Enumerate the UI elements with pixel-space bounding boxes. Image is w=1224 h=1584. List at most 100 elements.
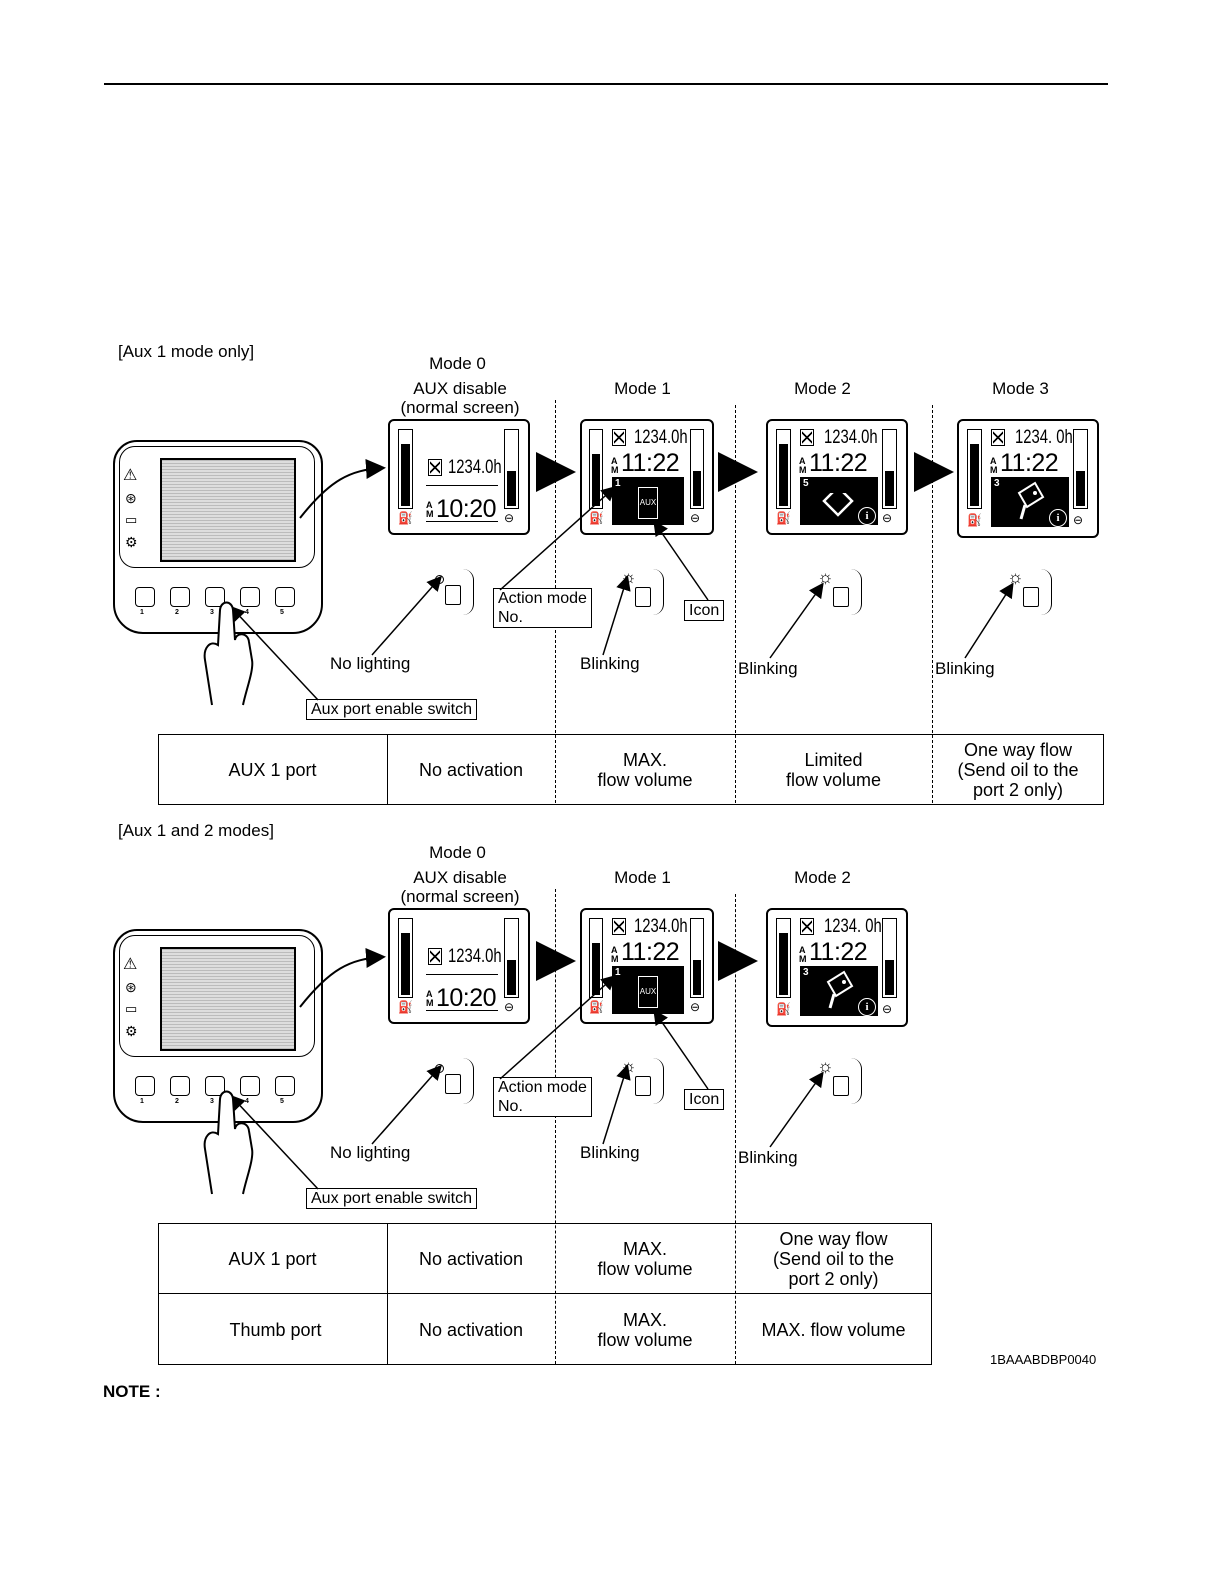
s1-btn-num-4: 4 bbox=[245, 609, 249, 616]
s2-panel-to-screen-arrow bbox=[299, 948, 386, 1008]
s2-table-row-divider bbox=[158, 1293, 931, 1294]
hourglass-icon bbox=[800, 918, 814, 935]
temp-icon: ⊖ bbox=[504, 1000, 515, 1014]
aux-icon: AUX bbox=[638, 487, 658, 519]
clock: 11:22 bbox=[1000, 449, 1059, 477]
s2-mode2-title: Mode 2 bbox=[794, 868, 851, 887]
s2-table-r1-c2: MAX.flow volume bbox=[597, 1238, 693, 1279]
ampm: A M bbox=[799, 456, 807, 475]
s2-btn-num-1: 1 bbox=[140, 1098, 144, 1105]
s1-mode2-title: Mode 2 bbox=[794, 379, 851, 398]
s2-warning-icon: ⚠ bbox=[123, 956, 138, 973]
s2-panel-screen bbox=[160, 947, 296, 1051]
s1-panel-btn-4[interactable] bbox=[240, 587, 260, 607]
s1-blinking-label-2: Blinking bbox=[738, 659, 798, 678]
s1-coolant-icon: ⚙ bbox=[125, 534, 138, 550]
grapple-icon bbox=[822, 481, 854, 517]
hour-meter: 1234.0h bbox=[634, 427, 688, 448]
s2-table-r2-c2: MAX.flow volume bbox=[597, 1309, 693, 1350]
s1-icon-label: Icon bbox=[684, 600, 725, 621]
s2-switch-pointer bbox=[229, 1094, 319, 1190]
s2-table bbox=[158, 1223, 932, 1365]
s1-icon-pointer bbox=[653, 520, 709, 601]
s2-mode1-title: Mode 1 bbox=[614, 868, 671, 887]
temp-icon: ⊖ bbox=[1073, 513, 1084, 527]
action-mode-number: 3 bbox=[803, 967, 809, 978]
s2-panel-btn-5[interactable] bbox=[275, 1076, 295, 1096]
info-icon: i bbox=[858, 507, 876, 525]
fuel-icon: ⛽ bbox=[776, 511, 791, 525]
s1-table-c1: No activation bbox=[418, 759, 524, 780]
ampm: A M bbox=[426, 989, 434, 1008]
s2-table-r2-c1: No activation bbox=[418, 1319, 524, 1340]
clock: 11:22 bbox=[621, 449, 680, 477]
hourglass-icon bbox=[800, 429, 814, 446]
s1-warning-icon: ⚠ bbox=[123, 467, 138, 484]
figure-id: 1BAAABDBP0040 bbox=[990, 1352, 1097, 1367]
s1-panel-btn-2[interactable] bbox=[170, 587, 190, 607]
s2-no-lighting-label: No lighting bbox=[330, 1143, 411, 1162]
s2-panel-btn-2[interactable] bbox=[170, 1076, 190, 1096]
s2-btn-num-3: 3 bbox=[210, 1098, 214, 1105]
s1-mode0-sub1: AUX disable bbox=[413, 379, 507, 398]
ampm: A M bbox=[426, 500, 434, 519]
section1-heading: [Aux 1 mode only] bbox=[118, 342, 255, 361]
action-mode-number: 5 bbox=[803, 478, 809, 489]
info-icon: i bbox=[1049, 509, 1067, 527]
hourglass-icon bbox=[991, 429, 1005, 446]
s2-blinking-pointer-2 bbox=[769, 1071, 824, 1148]
fuel-icon: ⛽ bbox=[398, 511, 413, 525]
top-rule bbox=[104, 83, 1108, 85]
s1-panel-screen bbox=[160, 458, 296, 562]
s2-btn-num-4: 4 bbox=[245, 1098, 249, 1105]
s2-icon-pointer bbox=[653, 1009, 709, 1090]
mode-panel: 1 AUX bbox=[612, 477, 684, 525]
s2-switch-blink-m2: ☼ bbox=[815, 1054, 870, 1109]
s2-panel-btn-4[interactable] bbox=[240, 1076, 260, 1096]
clock: 11:22 bbox=[809, 938, 868, 966]
s1-battery-icon: ▭ bbox=[125, 512, 138, 527]
s2-panel-btn-3[interactable] bbox=[205, 1076, 225, 1096]
s1-switch-blink-m3: ☼ bbox=[1005, 565, 1060, 620]
fuel-icon: ⛽ bbox=[967, 513, 982, 527]
s1-btn-num-2: 2 bbox=[175, 609, 179, 616]
s2-table-r2-c3: MAX. flow volume bbox=[761, 1319, 906, 1340]
s1-panel-btn-1[interactable] bbox=[135, 587, 155, 607]
s2-panel-btn-1[interactable] bbox=[135, 1076, 155, 1096]
s2-divider-1 bbox=[555, 889, 556, 1364]
s1-table-row-label: AUX 1 port bbox=[228, 759, 317, 780]
s2-mode0-sub1: AUX disable bbox=[413, 868, 507, 887]
hour-meter: 1234. 0h bbox=[1015, 427, 1073, 448]
s2-no-lighting-pointer bbox=[371, 1064, 442, 1145]
aux-icon: AUX bbox=[638, 976, 658, 1008]
hour-meter: 1234.0h bbox=[448, 457, 502, 478]
hour-meter: 1234. 0h bbox=[824, 916, 882, 937]
clock: 10:20 bbox=[436, 495, 497, 523]
s1-panel-to-screen-arrow bbox=[299, 459, 386, 519]
s1-blinking-label-3: Blinking bbox=[935, 659, 995, 678]
s1-table bbox=[158, 734, 1104, 805]
fuel-icon: ⛽ bbox=[589, 511, 604, 525]
s2-control-panel: ⚠ ⊛ ▭ ⚙ 1 2 3 4 5 bbox=[113, 929, 323, 1124]
s2-divider-2 bbox=[735, 894, 736, 1364]
s1-panel-btn-3[interactable] bbox=[205, 587, 225, 607]
clock: 11:22 bbox=[621, 938, 680, 966]
fuel-icon: ⛽ bbox=[589, 1000, 604, 1014]
section2-heading: [Aux 1 and 2 modes] bbox=[118, 821, 274, 840]
s1-lcd-mode2: ⛽ ⊖ 1234.0h A M 11:22 5 i bbox=[766, 419, 908, 535]
s1-switch-blink-m2: ☼ bbox=[815, 565, 870, 620]
breaker-icon bbox=[826, 970, 854, 1009]
s2-mode0-sub2: (normal screen) bbox=[400, 887, 520, 906]
s1-mode3-title: Mode 3 bbox=[992, 379, 1049, 398]
s1-aux-switch-label: Aux port enable switch bbox=[306, 699, 477, 720]
s2-btn-num-5: 5 bbox=[280, 1098, 284, 1105]
s2-lcd-mode0: ⛽ ⊖ 1234.0h A M 10:20 bbox=[388, 908, 530, 1024]
action-mode-number: 1 bbox=[615, 967, 621, 978]
s1-lcd-mode0: ⛽ ⊖ 1234.0h A M 10:20 bbox=[388, 419, 530, 535]
s1-panel-btn-5[interactable] bbox=[275, 587, 295, 607]
temp-icon: ⊖ bbox=[504, 511, 515, 525]
temp-icon: ⊖ bbox=[690, 1000, 701, 1014]
hourglass-icon bbox=[612, 429, 626, 446]
temp-icon: ⊖ bbox=[882, 1002, 893, 1016]
